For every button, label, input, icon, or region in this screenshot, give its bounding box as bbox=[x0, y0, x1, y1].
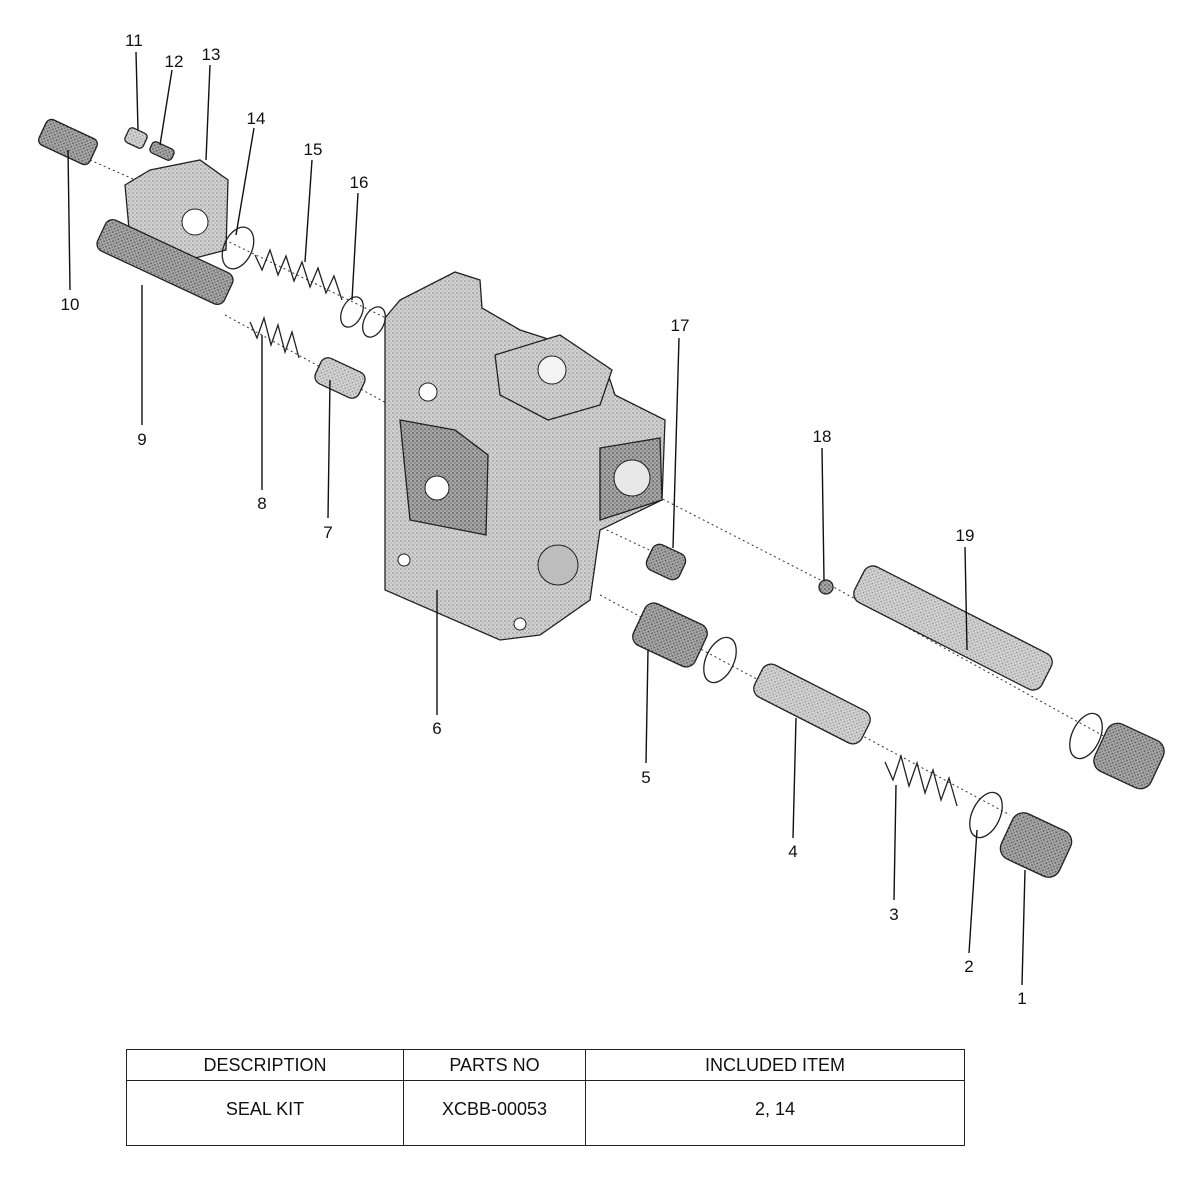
table-row: SEAL KIT XCBB-00053 2, 14 bbox=[126, 1080, 965, 1146]
callout-10: 10 bbox=[61, 295, 80, 314]
callout-7: 7 bbox=[323, 523, 332, 542]
plug-part-1 bbox=[999, 812, 1073, 878]
callout-18: 18 bbox=[813, 427, 832, 446]
seal-kit-table: DESCRIPTION PARTS NO INCLUDED ITEM SEAL … bbox=[126, 1049, 965, 1146]
spring-part-12 bbox=[149, 141, 175, 161]
ball-part-18 bbox=[818, 579, 834, 595]
callout-8: 8 bbox=[257, 494, 266, 513]
callout-12: 12 bbox=[165, 52, 184, 71]
o-ring-part-16 bbox=[340, 296, 386, 338]
callout-15: 15 bbox=[304, 140, 323, 159]
exploded-parts-diagram: 1 2 3 4 5 6 7 8 9 10 11 12 13 14 15 16 1… bbox=[38, 31, 1165, 1008]
spring-part-15 bbox=[254, 248, 343, 301]
callout-9: 9 bbox=[137, 430, 146, 449]
cartridge-part-19 bbox=[853, 565, 1165, 790]
o-ring-part-2 bbox=[969, 791, 1003, 839]
leader-lines bbox=[67, 51, 1026, 986]
o-ring-part-14 bbox=[221, 226, 255, 270]
callout-4: 4 bbox=[788, 842, 797, 861]
cell-parts-no: XCBB-00053 bbox=[403, 1080, 586, 1146]
spring-part-3 bbox=[884, 753, 958, 807]
valve-body-part-6 bbox=[384, 271, 666, 641]
cartridge-part-9 bbox=[96, 218, 234, 306]
cell-included-item: 2, 14 bbox=[585, 1080, 965, 1146]
callout-6: 6 bbox=[432, 719, 441, 738]
callout-11: 11 bbox=[125, 31, 143, 50]
table-header-row: DESCRIPTION PARTS NO INCLUDED ITEM bbox=[126, 1049, 965, 1081]
callout-labels: 1 2 3 4 5 6 7 8 9 10 11 12 13 14 15 16 1… bbox=[61, 31, 1027, 1008]
callout-1: 1 bbox=[1017, 989, 1026, 1008]
callout-3: 3 bbox=[889, 905, 898, 924]
callout-16: 16 bbox=[350, 173, 369, 192]
callout-19: 19 bbox=[956, 526, 975, 545]
header-included-item: INCLUDED ITEM bbox=[585, 1049, 965, 1081]
plug-part-10 bbox=[38, 118, 98, 166]
cell-description: SEAL KIT bbox=[126, 1080, 404, 1146]
callout-2: 2 bbox=[964, 957, 973, 976]
plug-part-17 bbox=[645, 543, 687, 581]
plug-part-11 bbox=[124, 127, 148, 149]
o-ring-between-5-4 bbox=[703, 636, 737, 684]
spool-part-4 bbox=[753, 663, 871, 745]
poppet-part-7 bbox=[314, 357, 366, 399]
header-parts-no: PARTS NO bbox=[403, 1049, 586, 1081]
callout-17: 17 bbox=[671, 316, 690, 335]
plug-part-5 bbox=[632, 602, 708, 668]
callout-13: 13 bbox=[202, 45, 221, 64]
callout-14: 14 bbox=[247, 109, 266, 128]
header-description: DESCRIPTION bbox=[126, 1049, 404, 1081]
callout-5: 5 bbox=[641, 768, 650, 787]
spring-part-8 bbox=[249, 315, 300, 359]
